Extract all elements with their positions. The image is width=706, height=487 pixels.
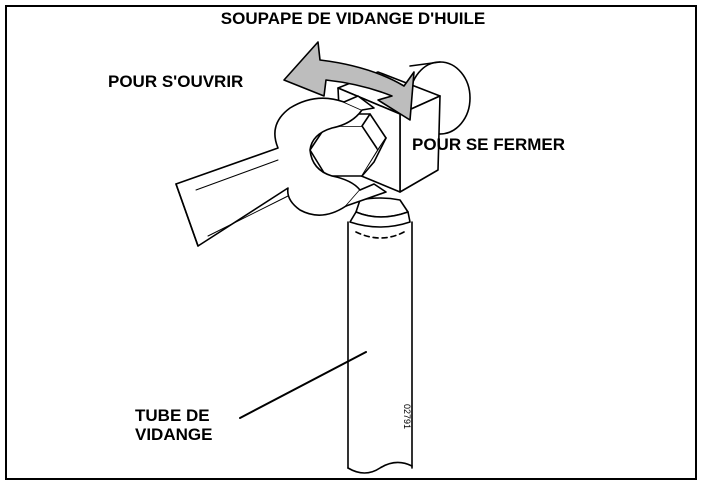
label-open: POUR S'OUVRIR [108,72,244,91]
tube-leader-line [239,351,367,419]
diagram-title: SOUPAPE DE VIDANGE D'HUILE [220,9,486,28]
label-drain-tube-line1: TUBE DE [135,406,210,425]
label-drain-tube-line2: VIDANGE [135,425,213,444]
rotation-arrow [283,41,415,121]
drain-tube [347,221,413,474]
open-end-wrench [175,95,387,247]
label-drain-tube: TUBE DE VIDANGE [135,406,212,444]
label-close: POUR SE FERMER [412,135,566,154]
tube-collar [349,197,411,228]
reference-code: 02791 [402,404,412,430]
hex-nut [309,113,387,177]
